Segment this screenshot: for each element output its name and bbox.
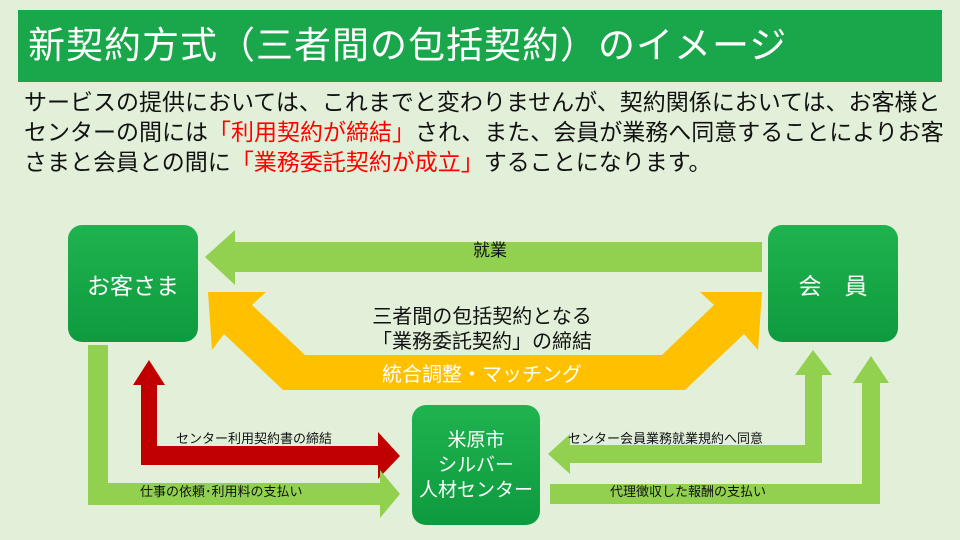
work-arrow bbox=[205, 230, 762, 285]
center-contract-arrow bbox=[133, 360, 400, 479]
member-agree-arrow bbox=[548, 350, 832, 474]
member-box: 会 員 bbox=[768, 225, 898, 342]
contract-chevron-arrow bbox=[208, 292, 762, 390]
matching-label: 統合調整・マッチング bbox=[382, 362, 582, 386]
member-agree-label: センター会員業務就業規約へ同意 bbox=[568, 432, 764, 447]
highlight-usage-contract: 「利用契約が締結」 bbox=[208, 120, 415, 146]
proxy-payment-label: 代理徴収した報酬の支払い bbox=[610, 485, 767, 500]
center-contract-label: センター利用契約書の締結 bbox=[176, 432, 333, 447]
request-payment-arrow bbox=[88, 345, 400, 518]
center-name-line2: シルバー bbox=[437, 453, 514, 476]
contract-label-line1: 三者間の包括契約となる bbox=[372, 304, 592, 328]
description-part-2: され、また、会員が業務へ同意することによりお客さまと会員との間に bbox=[24, 120, 944, 176]
proxy-payment-arrow bbox=[550, 356, 889, 504]
contract-label-line2: 「業務委託契約」の締結 bbox=[372, 329, 592, 353]
center-name-line3: 人材センター bbox=[418, 478, 533, 501]
request-payment-label: 仕事の依頼･利用料の支払い bbox=[140, 485, 303, 500]
customer-box: お客さま bbox=[68, 225, 198, 342]
work-label: 就業 bbox=[473, 241, 507, 261]
slide-title: 新契約方式（三者間の包括契約）のイメージ bbox=[18, 10, 942, 82]
silver-center-box: 米原市 シルバー 人材センター bbox=[412, 405, 540, 525]
description-part-1: サービスの提供においては、これまでと変わりませんが、契約関係においては、お客様と… bbox=[24, 90, 941, 146]
highlight-outsourcing-contract: 「業務委託契約が成立」 bbox=[230, 150, 484, 176]
description-text: サービスの提供においては、これまでと変わりませんが、契約関係においては、お客様と… bbox=[24, 88, 944, 178]
description-part-3: することになります。 bbox=[483, 150, 712, 176]
center-name-line1: 米原市 bbox=[447, 428, 505, 451]
